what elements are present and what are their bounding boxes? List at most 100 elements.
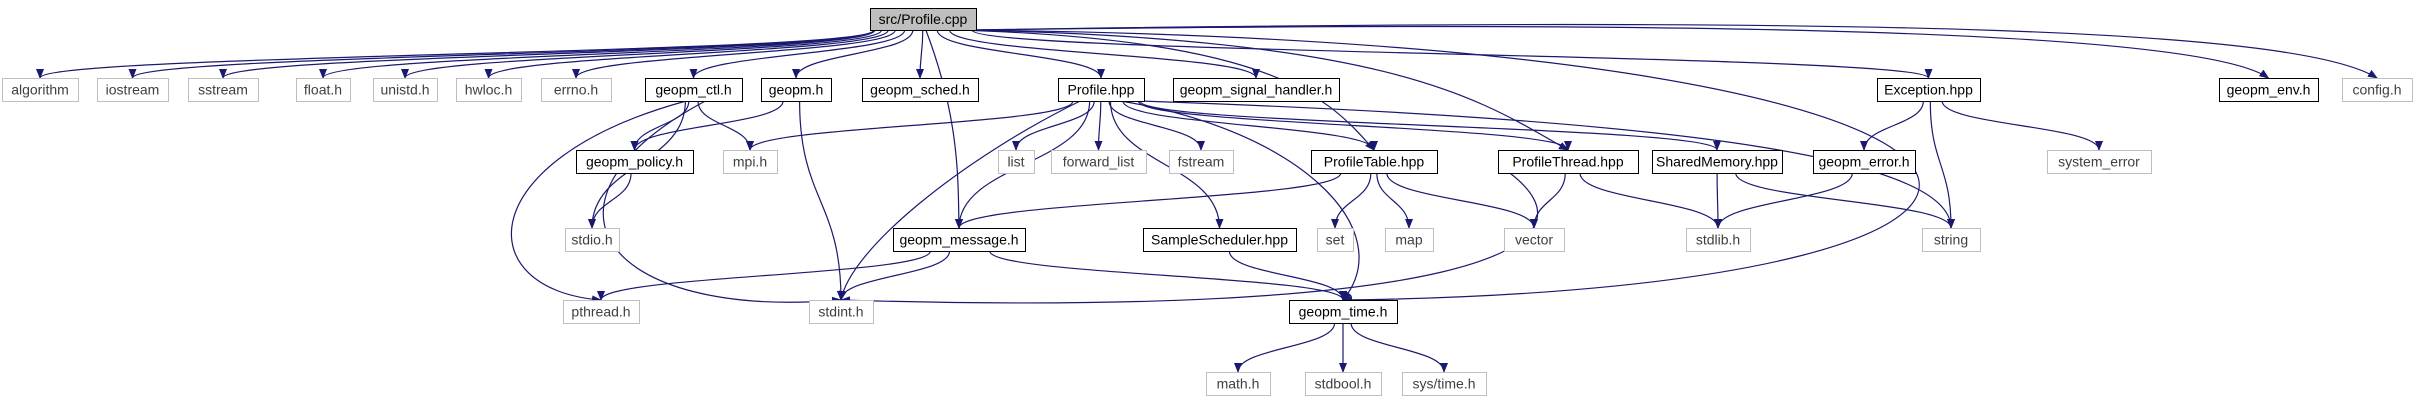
node-forward-list: forward_list xyxy=(1051,150,1147,174)
node-geopm-message-h[interactable]: geopm_message.h xyxy=(893,228,1026,252)
node-hwloc-h: hwloc.h xyxy=(456,78,522,102)
node-algorithm: algorithm xyxy=(2,78,79,102)
node-box xyxy=(2342,78,2413,102)
edge-root-to-unistd_h xyxy=(401,29,883,79)
node-geopm-time-h[interactable]: geopm_time.h xyxy=(1289,300,1398,324)
node-stdbool-h: stdbool.h xyxy=(1305,372,1382,396)
node-geopm-policy-h[interactable]: geopm_policy.h xyxy=(576,150,694,174)
edge-profile_hpp-to-mpi_h xyxy=(746,100,1074,151)
node-geopm-signal-handler-h[interactable]: geopm_signal_handler.h xyxy=(1173,78,1340,102)
edge-profile_hpp-to-list xyxy=(1012,100,1095,151)
node-label: iostream xyxy=(106,82,160,98)
node-samplescheduler-hpp[interactable]: SampleScheduler.hpp xyxy=(1143,228,1297,252)
node-sharedmemory-hpp[interactable]: SharedMemory.hpp xyxy=(1652,150,1783,174)
node-box xyxy=(563,300,640,324)
edge-geopm_h-to-geopm_policy_h xyxy=(630,100,784,151)
node-iostream: iostream xyxy=(97,78,169,102)
edge-profile_hpp-to-profilethread_hpp xyxy=(1137,100,1572,151)
node-box xyxy=(645,78,743,102)
edge-profile_hpp-to-fstream xyxy=(1108,100,1205,151)
edge-root-to-float_h xyxy=(319,29,876,79)
node-box xyxy=(998,150,1035,174)
node-label: Profile.hpp xyxy=(1068,82,1135,98)
node-box xyxy=(723,150,778,174)
node-box xyxy=(1402,372,1487,396)
node-box xyxy=(2219,78,2319,102)
node-box xyxy=(296,78,351,102)
edge-root-to-geopm_message_h xyxy=(925,29,963,229)
node-config-h: config.h xyxy=(2342,78,2413,102)
edge-root-to-geopm_sched_h xyxy=(916,29,925,79)
node-label: stdint.h xyxy=(818,304,863,320)
node-profiletable-hpp[interactable]: ProfileTable.hpp xyxy=(1311,150,1438,174)
node-profile-hpp[interactable]: Profile.hpp xyxy=(1058,78,1145,102)
edge-exception_hpp-to-geopm_error_h xyxy=(1860,100,1924,151)
node-geopm-ctl-h[interactable]: geopm_ctl.h xyxy=(645,78,743,102)
edge-root-to-geopm_signal_handler_h xyxy=(949,29,1260,79)
node-exception-hpp[interactable]: Exception.hpp xyxy=(1877,78,1981,102)
node-system-error: system_error xyxy=(2047,150,2152,174)
node-label: src/Profile.cpp xyxy=(879,11,968,27)
node-box xyxy=(1173,78,1340,102)
node-box xyxy=(1311,150,1438,174)
edge-root-to-geopm_ctl_h xyxy=(689,29,906,79)
node-label: SampleScheduler.hpp xyxy=(1151,232,1288,248)
node-label: SharedMemory.hpp xyxy=(1656,154,1778,170)
node-box xyxy=(1385,228,1434,252)
node-label: geopm_error.h xyxy=(1818,154,1909,170)
node-geopm-sched-h[interactable]: geopm_sched.h xyxy=(862,78,979,102)
node-vector: vector xyxy=(1504,228,1565,252)
node-geopm-h[interactable]: geopm.h xyxy=(761,78,832,102)
node-label: pthread.h xyxy=(571,304,630,320)
node-label: Exception.hpp xyxy=(1884,82,1973,98)
node-box xyxy=(809,300,874,324)
node-box xyxy=(541,78,612,102)
node-root[interactable]: src/Profile.cpp xyxy=(870,8,977,31)
node-label: unistd.h xyxy=(380,82,429,98)
edge-profilethread_hpp-to-stdint_h xyxy=(840,172,1538,305)
node-label: fstream xyxy=(1178,154,1225,170)
node-box xyxy=(870,8,977,31)
node-geopm-env-h[interactable]: geopm_env.h xyxy=(2219,78,2319,102)
edge-geopm_time_h-to-math_h xyxy=(1234,322,1336,373)
node-label: set xyxy=(1326,232,1345,248)
node-box xyxy=(97,78,169,102)
node-box xyxy=(1169,150,1234,174)
node-float-h: float.h xyxy=(296,78,351,102)
edge-exception_hpp-to-system_error xyxy=(1941,100,2103,151)
edge-geopm_ctl_h-to-pthread_h xyxy=(510,100,687,304)
edge-root-to-profiletable_hpp xyxy=(959,29,1375,151)
node-label: geopm.h xyxy=(769,82,823,98)
node-box xyxy=(2,78,79,102)
edge-geopm_time_h-to-sys_time_h xyxy=(1350,322,1448,373)
edge-geopm_message_h-to-stdint_h xyxy=(837,250,951,301)
node-string: string xyxy=(1922,228,1981,252)
edge-profile_hpp-to-geopm_time_h xyxy=(1120,100,1360,301)
node-box xyxy=(1922,228,1981,252)
node-label: geopm_signal_handler.h xyxy=(1180,82,1333,98)
edge-root-to-errno_h xyxy=(572,29,896,79)
edge-profile_hpp-to-samplescheduler_hpp xyxy=(1109,100,1224,229)
node-profilethread-hpp[interactable]: ProfileThread.hpp xyxy=(1498,150,1639,174)
node-box xyxy=(761,78,832,102)
node-label: sstream xyxy=(198,82,248,98)
node-box xyxy=(1143,228,1297,252)
node-box xyxy=(1652,150,1783,174)
node-label: string xyxy=(1934,232,1968,248)
node-label: system_error xyxy=(2058,154,2140,170)
edge-profilethread_hpp-to-vector xyxy=(1530,172,1566,229)
edge-profile_hpp-to-sharedmemory_hpp xyxy=(1139,100,1721,151)
node-label: list xyxy=(1007,154,1024,170)
node-math-h: math.h xyxy=(1206,372,1271,396)
edge-profilethread_hpp-to-stdlib_h xyxy=(1579,172,1722,229)
node-label: map xyxy=(1395,232,1422,248)
node-label: stdlib.h xyxy=(1696,232,1740,248)
node-stdlib-h: stdlib.h xyxy=(1686,228,1751,252)
node-label: forward_list xyxy=(1063,154,1135,170)
node-pthread-h: pthread.h xyxy=(563,300,640,324)
node-geopm-error-h[interactable]: geopm_error.h xyxy=(1813,150,1916,174)
node-box xyxy=(1289,300,1398,324)
node-box xyxy=(1051,150,1147,174)
edges-layer xyxy=(36,23,2378,373)
